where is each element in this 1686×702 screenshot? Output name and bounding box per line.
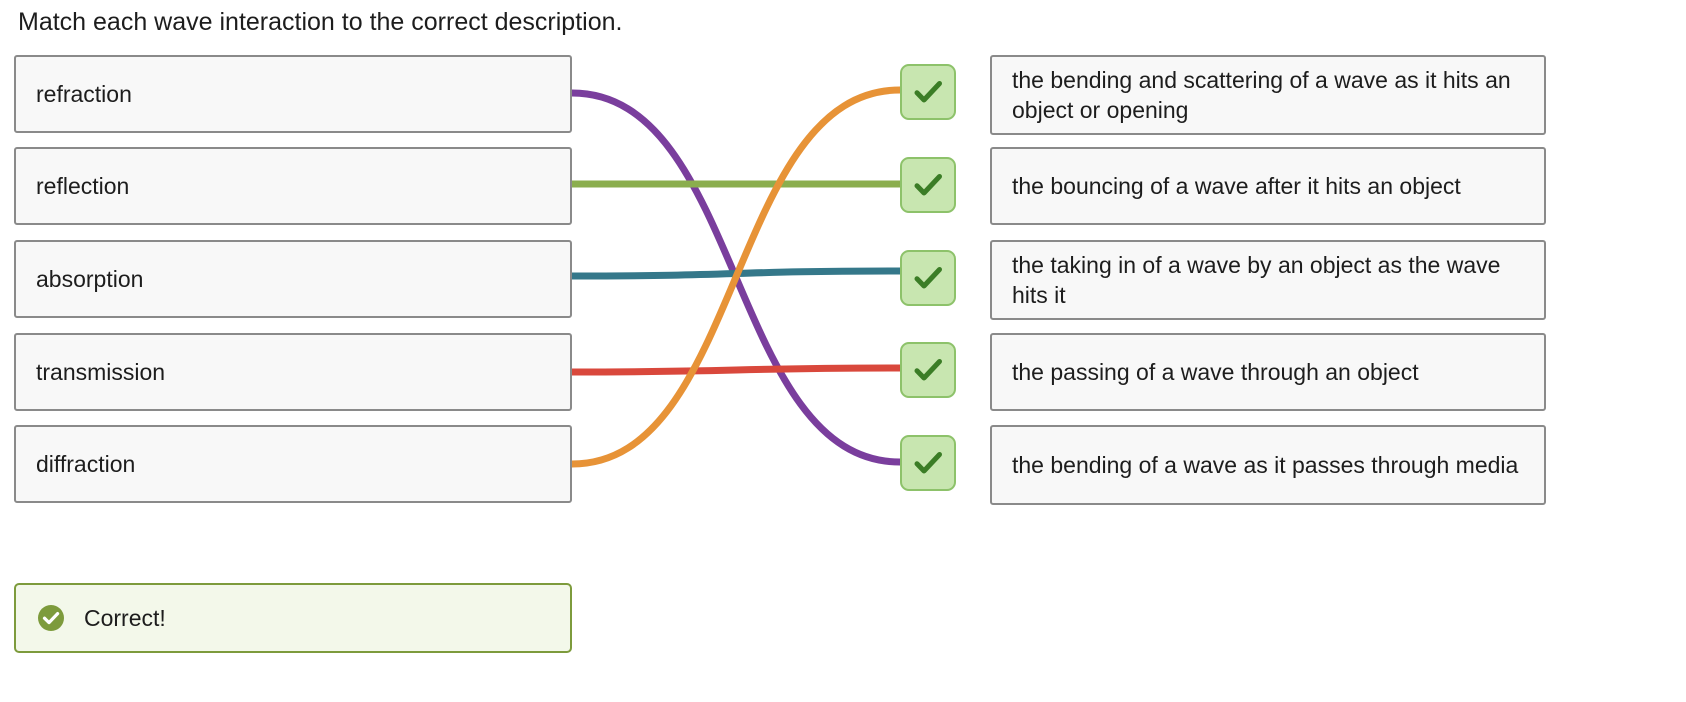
connector-line <box>568 89 904 466</box>
check-icon <box>900 342 956 398</box>
description-box[interactable]: the bending of a wave as it passes throu… <box>990 425 1546 505</box>
description-label: the passing of a wave through an object <box>1012 359 1419 385</box>
term-box[interactable]: diffraction <box>14 425 572 503</box>
term-label: absorption <box>36 266 144 292</box>
description-label: the bending and scattering of a wave as … <box>1012 67 1511 123</box>
term-box[interactable]: absorption <box>14 240 572 318</box>
term-box[interactable]: refraction <box>14 55 572 133</box>
check-circle-icon <box>36 603 66 633</box>
feedback-text: Correct! <box>84 605 166 631</box>
term-box[interactable]: transmission <box>14 333 572 411</box>
description-box[interactable]: the bouncing of a wave after it hits an … <box>990 147 1546 225</box>
term-label: diffraction <box>36 451 136 477</box>
term-label: reflection <box>36 173 130 199</box>
feedback-banner: Correct! <box>14 583 572 653</box>
connector-line <box>568 364 904 376</box>
connector-line <box>568 86 904 468</box>
description-box[interactable]: the passing of a wave through an object <box>990 333 1546 411</box>
description-box[interactable]: the bending and scattering of a wave as … <box>990 55 1546 135</box>
connector-line <box>568 267 904 280</box>
term-box[interactable]: reflection <box>14 147 572 225</box>
check-icon <box>900 250 956 306</box>
check-icon <box>900 64 956 120</box>
description-label: the bouncing of a wave after it hits an … <box>1012 173 1461 199</box>
term-label: transmission <box>36 359 166 385</box>
description-label: the taking in of a wave by an object as … <box>1012 252 1501 308</box>
term-label: refraction <box>36 81 132 107</box>
check-icon <box>900 157 956 213</box>
description-box[interactable]: the taking in of a wave by an object as … <box>990 240 1546 320</box>
description-label: the bending of a wave as it passes throu… <box>1012 452 1519 478</box>
check-icon <box>900 435 956 491</box>
page-title: Match each wave interaction to the corre… <box>18 8 623 36</box>
